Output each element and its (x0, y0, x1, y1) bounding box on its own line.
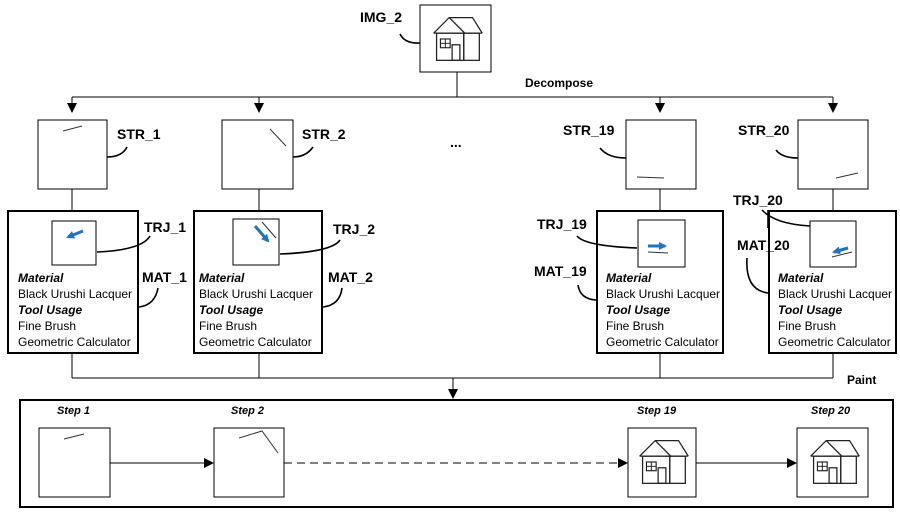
tool-value-1: Fine Brush (606, 319, 664, 333)
stroke-label-leader (599, 147, 627, 159)
material-leader (322, 287, 343, 308)
trajectory-stroke-mark (831, 251, 853, 258)
material-value: Black Urushi Lacquer (778, 287, 892, 301)
trajectory-arrow-icon (66, 229, 84, 239)
trajectory-frame (637, 219, 686, 268)
trajectory-leader (279, 239, 341, 255)
stroke-frame (625, 119, 697, 190)
material-leader (746, 257, 769, 294)
stroke-label: STR_19 (563, 122, 615, 138)
step-column-1: STR_1 TRJ_1 MAT_1 Material Black Urushi … (7, 119, 187, 354)
trajectory-frame (51, 220, 97, 266)
sequence-frame-19 (627, 427, 697, 498)
sequence-stroke-1 (63, 433, 85, 440)
step-label-20: Step 20 (811, 405, 851, 417)
sequence-frame-20 (796, 427, 869, 498)
trajectory-leader (761, 209, 811, 227)
image-label-leader (399, 33, 421, 44)
trajectory-arrow-icon (832, 246, 849, 255)
image-label: IMG_2 (360, 9, 402, 25)
stroke-frame (221, 119, 294, 190)
material-value: Black Urushi Lacquer (199, 287, 313, 301)
decompose-label: Decompose (525, 76, 593, 90)
stroke-label: STR_2 (302, 126, 346, 142)
stroke-mark (835, 172, 859, 179)
ellipsis: ... (450, 134, 462, 150)
tool-heading: Tool Usage (199, 303, 264, 317)
decompose-connectors: Decompose (67, 72, 838, 113)
material-label: MAT_2 (328, 269, 373, 285)
material-leader (138, 287, 159, 308)
tool-value-2: Geometric Calculator (606, 335, 719, 349)
material-value: Black Urushi Lacquer (606, 287, 720, 301)
stroke-label-leader (775, 149, 799, 159)
sequence-frame (19, 399, 894, 508)
trajectory-leader (576, 235, 638, 249)
material-label: MAT_19 (534, 263, 587, 279)
trajectory-arrow-icon (253, 225, 270, 243)
step-column-19: STR_19 TRJ_19 MAT_19 Material Black Urus… (534, 119, 724, 354)
tool-heading: Tool Usage (778, 303, 843, 317)
tool-value-1: Fine Brush (778, 319, 836, 333)
trajectory-stroke-mark (261, 221, 277, 239)
material-heading: Material (606, 271, 652, 285)
tool-value-2: Geometric Calculator (199, 335, 312, 349)
trajectory-label: TRJ_20 (733, 192, 783, 208)
stroke-label-leader (292, 146, 314, 158)
material-heading: Material (18, 271, 64, 285)
tool-heading: Tool Usage (606, 303, 671, 317)
trajectory-frame (809, 220, 857, 268)
trajectory-label: TRJ_1 (144, 219, 186, 235)
paint-connectors: Paint (71, 353, 876, 399)
material-heading: Material (199, 271, 245, 285)
source-image-frame (419, 4, 492, 73)
stroke-label-leader (106, 146, 128, 158)
material-leader (577, 284, 597, 301)
stroke-label: STR_20 (738, 122, 790, 138)
step-column-2: STR_2 TRJ_2 MAT_2 Material Black Urushi … (193, 119, 375, 354)
stroke-frame (797, 119, 869, 190)
step-label-1: Step 1 (57, 405, 90, 417)
stroke-label: STR_1 (117, 126, 161, 142)
tool-value-1: Fine Brush (199, 319, 257, 333)
step-label-19: Step 19 (637, 405, 677, 417)
sequence-stroke-2 (238, 430, 279, 454)
sequence-frame-1 (38, 427, 111, 498)
stroke-mark (62, 125, 83, 132)
trajectory-stroke-mark (647, 251, 669, 254)
tool-value-1: Fine Brush (18, 319, 76, 333)
material-value: Black Urushi Lacquer (18, 287, 132, 301)
painting-sequence: Step 1 Step 2 Step 19 Step 20 (19, 399, 894, 508)
trajectory-label: TRJ_19 (537, 216, 587, 232)
tool-value-2: Geometric Calculator (778, 335, 891, 349)
material-heading: Material (778, 271, 824, 285)
trajectory-leader (96, 235, 151, 253)
trajectory-label: TRJ_2 (333, 221, 375, 237)
paint-label: Paint (847, 373, 876, 387)
stroke-mark (269, 128, 287, 147)
material-label: MAT_20 (737, 237, 790, 253)
stroke-mark (636, 176, 665, 179)
tool-value-2: Geometric Calculator (18, 335, 131, 349)
stroke-frame (37, 119, 108, 190)
step-label-2: Step 2 (231, 405, 264, 417)
sequence-frame-2 (213, 427, 285, 498)
material-label: MAT_1 (142, 269, 187, 285)
step-column-20: STR_20 TRJ_20 MAT_20 Material Black Urus… (733, 119, 897, 354)
tool-heading: Tool Usage (18, 303, 83, 317)
source-image: IMG_2 (360, 4, 492, 73)
